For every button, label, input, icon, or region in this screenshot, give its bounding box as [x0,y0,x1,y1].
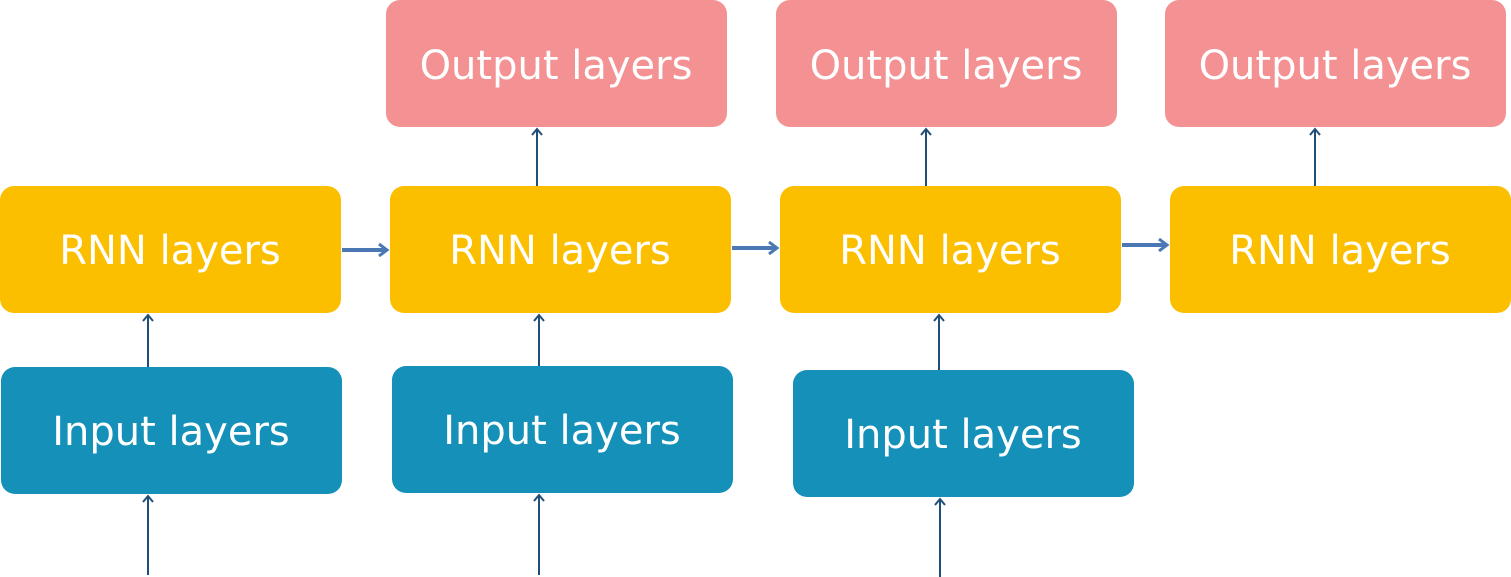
input-box-col3-label: Input layers [844,412,1081,458]
input-box-col2: Input layers [392,366,733,493]
input-box-col2-label: Input layers [443,408,680,454]
rnn-box-col4-label: RNN layers [1229,228,1451,274]
input-box-col2-bg [392,366,733,493]
rnn-box-col2: RNN layers [390,186,731,313]
output-box-col2-bg [386,0,727,127]
output-box-col3: Output layers [776,0,1117,127]
rnn-box-col3: RNN layers [780,186,1121,313]
input-box-col3-bg [793,370,1134,497]
output-box-col2-label: Output layers [420,43,693,89]
output-box-col3-label: Output layers [810,43,1083,89]
rnn-box-col1-label: RNN layers [59,228,281,274]
input-box-col1: Input layers [1,367,342,494]
rnn-box-col3-bg [780,186,1121,313]
output-box-col4-label: Output layers [1199,43,1472,89]
output-box-col3-bg [776,0,1117,127]
output-box-col4-bg [1165,0,1506,127]
rnn-box-col1: RNN layers [0,186,341,313]
output-box-col4: Output layers [1165,0,1506,127]
output-box-col2: Output layers [386,0,727,127]
input-box-col1-bg [1,367,342,494]
rnn-box-col4-bg [1170,186,1511,313]
rnn-box-col2-label: RNN layers [449,228,671,274]
rnn-box-col3-label: RNN layers [839,228,1061,274]
input-box-col1-label: Input layers [52,409,289,455]
rnn-box-col2-bg [390,186,731,313]
rnn-box-col1-bg [0,186,341,313]
rnn-box-col4: RNN layers [1170,186,1511,313]
input-box-col3: Input layers [793,370,1134,497]
